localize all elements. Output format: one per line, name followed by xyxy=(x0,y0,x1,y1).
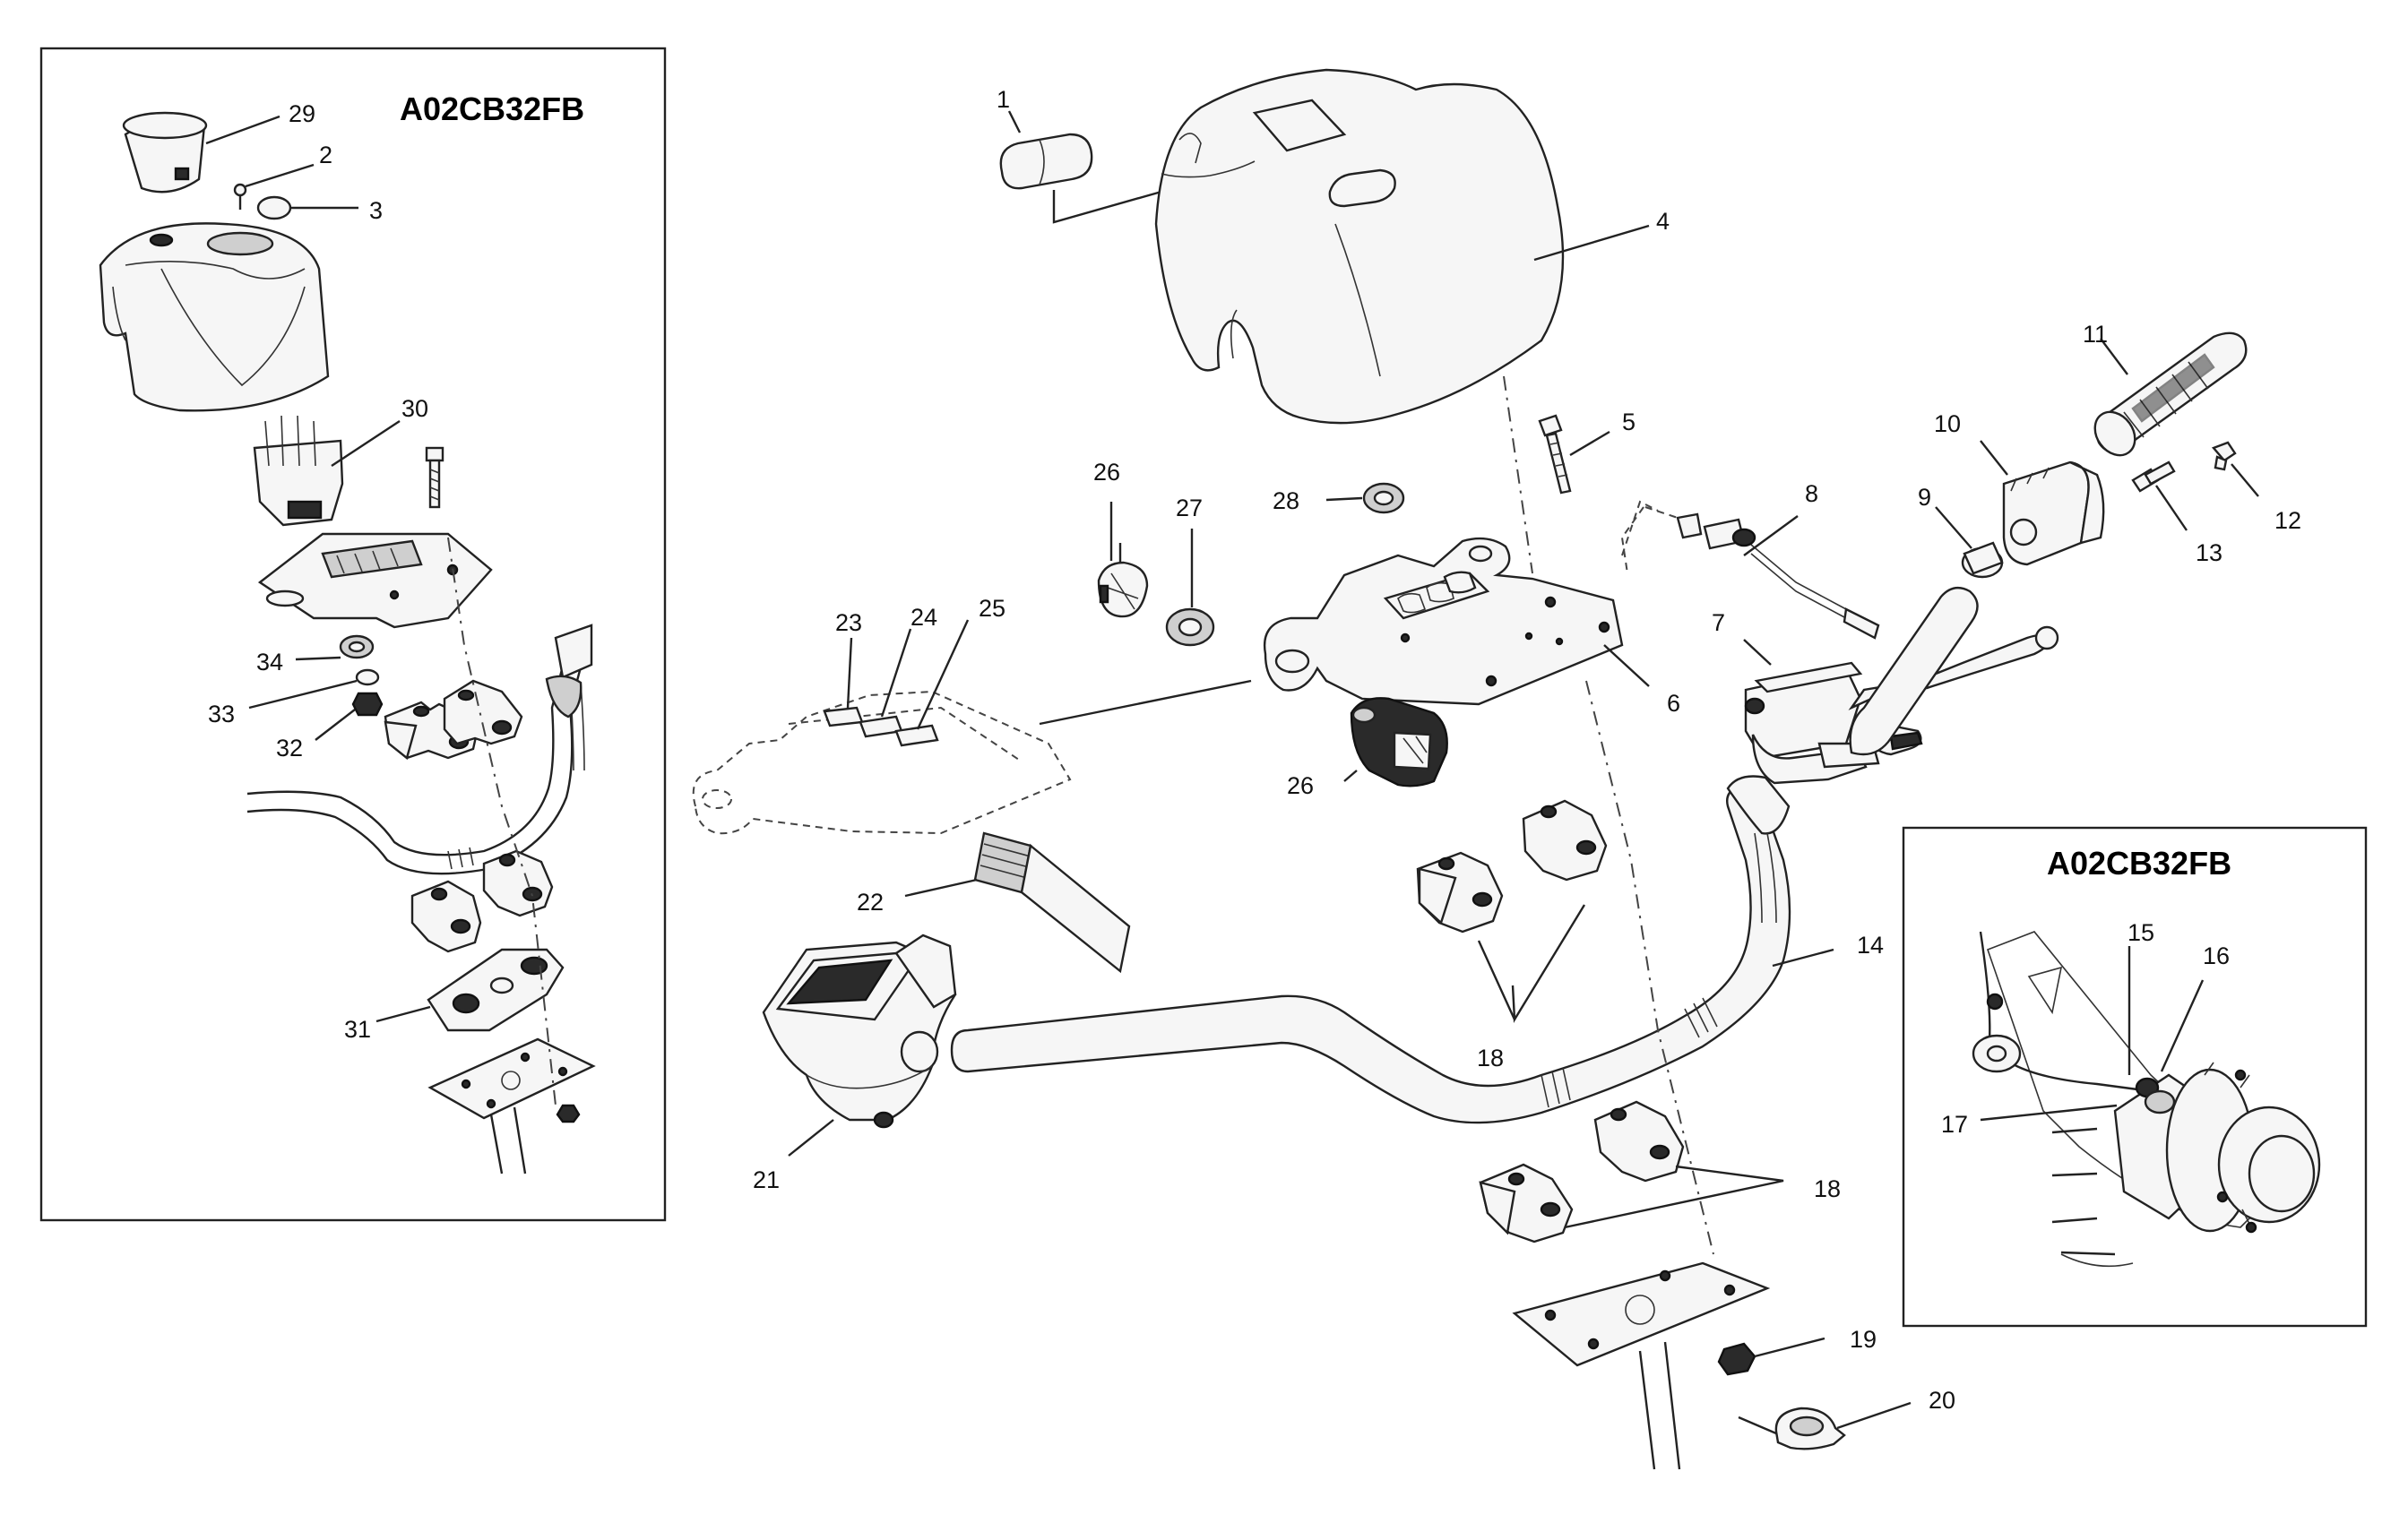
throttle-21 xyxy=(762,934,957,1129)
callout-10: 10 xyxy=(1934,410,1961,437)
callout-31: 31 xyxy=(344,1016,371,1043)
handlebar-14 xyxy=(950,775,1791,1124)
callout-7: 7 xyxy=(1712,609,1725,636)
housing-10 xyxy=(2002,460,2105,566)
cable-dotted xyxy=(1620,506,1644,574)
callout-23: 23 xyxy=(835,609,862,636)
grip-11 xyxy=(2093,331,2248,457)
callout-25: 25 xyxy=(979,595,1005,622)
callout-9: 9 xyxy=(1918,484,1931,511)
inset-bracket-plate xyxy=(257,532,493,629)
clamps-18-lower xyxy=(1479,1100,1685,1243)
callout-34: 34 xyxy=(256,649,283,675)
screw-13 xyxy=(2131,460,2176,493)
switch-26-upper xyxy=(1097,543,1149,618)
left-inset-border xyxy=(39,47,667,1222)
callout-17: 17 xyxy=(1941,1111,1968,1138)
left-inset-panel: A02CB32FB 29 2 3 xyxy=(39,47,667,1222)
callout-12: 12 xyxy=(2274,507,2301,534)
brake-assembly xyxy=(1972,931,2321,1268)
callout-20: 20 xyxy=(1929,1387,1955,1414)
end-cap-12 xyxy=(2211,441,2237,471)
inset-screw-2 xyxy=(233,183,247,210)
callout-15: 15 xyxy=(2127,919,2154,946)
inset-bolt xyxy=(425,446,444,509)
callout-24: 24 xyxy=(911,604,937,631)
washer-28 xyxy=(1362,482,1405,514)
callout-26b: 26 xyxy=(1287,772,1314,799)
callout-26a: 26 xyxy=(1093,459,1120,486)
inset-upper-clamps xyxy=(384,679,523,761)
leader-18-upper xyxy=(1511,904,1586,1023)
cover-4 xyxy=(1154,68,1565,425)
callout-29: 29 xyxy=(289,100,315,127)
bolt-5 xyxy=(1538,414,1572,495)
nut-27 xyxy=(1165,607,1215,647)
clamps-18-upper xyxy=(1416,799,1608,934)
callout-33: 33 xyxy=(208,701,235,727)
callout-27: 27 xyxy=(1176,495,1203,521)
dotted-switch-plate xyxy=(692,690,1072,835)
callout-8: 8 xyxy=(1805,480,1818,507)
leader-18-lower xyxy=(1564,1165,1784,1229)
inset-switch-30 xyxy=(253,415,344,527)
callout-6: 6 xyxy=(1667,690,1680,717)
right-inset-code: A02CB32FB xyxy=(2047,845,2231,882)
throttle-tube xyxy=(1849,586,1979,756)
callout-30: 30 xyxy=(401,395,428,422)
callout-18a: 18 xyxy=(1477,1045,1504,1071)
callout-22: 22 xyxy=(857,889,884,916)
callout-19: 19 xyxy=(1850,1326,1877,1353)
left-inset-code: A02CB32FB xyxy=(400,90,584,127)
callout-18b: 18 xyxy=(1814,1175,1841,1202)
inset-handlebar xyxy=(246,624,593,875)
inset-plug-3 xyxy=(256,195,292,220)
steering-base-plate xyxy=(1512,1261,1771,1470)
callout-4: 4 xyxy=(1656,208,1670,235)
pad-1 xyxy=(999,133,1093,190)
clamp-20 xyxy=(1774,1407,1846,1450)
inset-base-plate xyxy=(427,1037,596,1175)
ferrule-9 xyxy=(1961,541,2004,579)
right-inset-border xyxy=(1902,826,2368,1328)
inset-clamp-31 xyxy=(427,948,565,1032)
switch-26-lower xyxy=(1350,697,1448,787)
switch-plate-6 xyxy=(1263,537,1624,706)
callout-28: 28 xyxy=(1273,487,1299,514)
inset-nut-32 xyxy=(351,692,384,717)
callout-l3: 3 xyxy=(369,197,383,224)
callout-13: 13 xyxy=(2196,539,2222,566)
callout-14: 14 xyxy=(1857,932,1884,959)
plate-connector-line xyxy=(1039,679,1252,726)
inset-handlebar-pod xyxy=(99,222,330,412)
callout-11: 11 xyxy=(2083,321,2108,348)
plate-leader xyxy=(1621,500,1659,556)
inset-lower-clamps xyxy=(410,849,554,953)
inset-cap-29 xyxy=(122,111,208,194)
callout-32: 32 xyxy=(276,735,303,762)
decal-22 xyxy=(973,831,1131,974)
inset-washer-33 xyxy=(355,668,380,686)
cover-centerline xyxy=(1503,375,1533,574)
main-centerline xyxy=(1585,680,1714,1255)
callout-5: 5 xyxy=(1622,409,1636,435)
right-inset-panel: A02CB32FB 15 16 17 xyxy=(1902,826,2368,1328)
callout-16: 16 xyxy=(2203,942,2230,969)
cable-adjuster-8 xyxy=(1644,506,1880,640)
callout-1: 1 xyxy=(997,86,1010,113)
nut-19 xyxy=(1717,1342,1756,1376)
inset-centerline xyxy=(447,537,557,1106)
callout-21: 21 xyxy=(753,1166,780,1193)
callout-l2: 2 xyxy=(319,142,332,168)
